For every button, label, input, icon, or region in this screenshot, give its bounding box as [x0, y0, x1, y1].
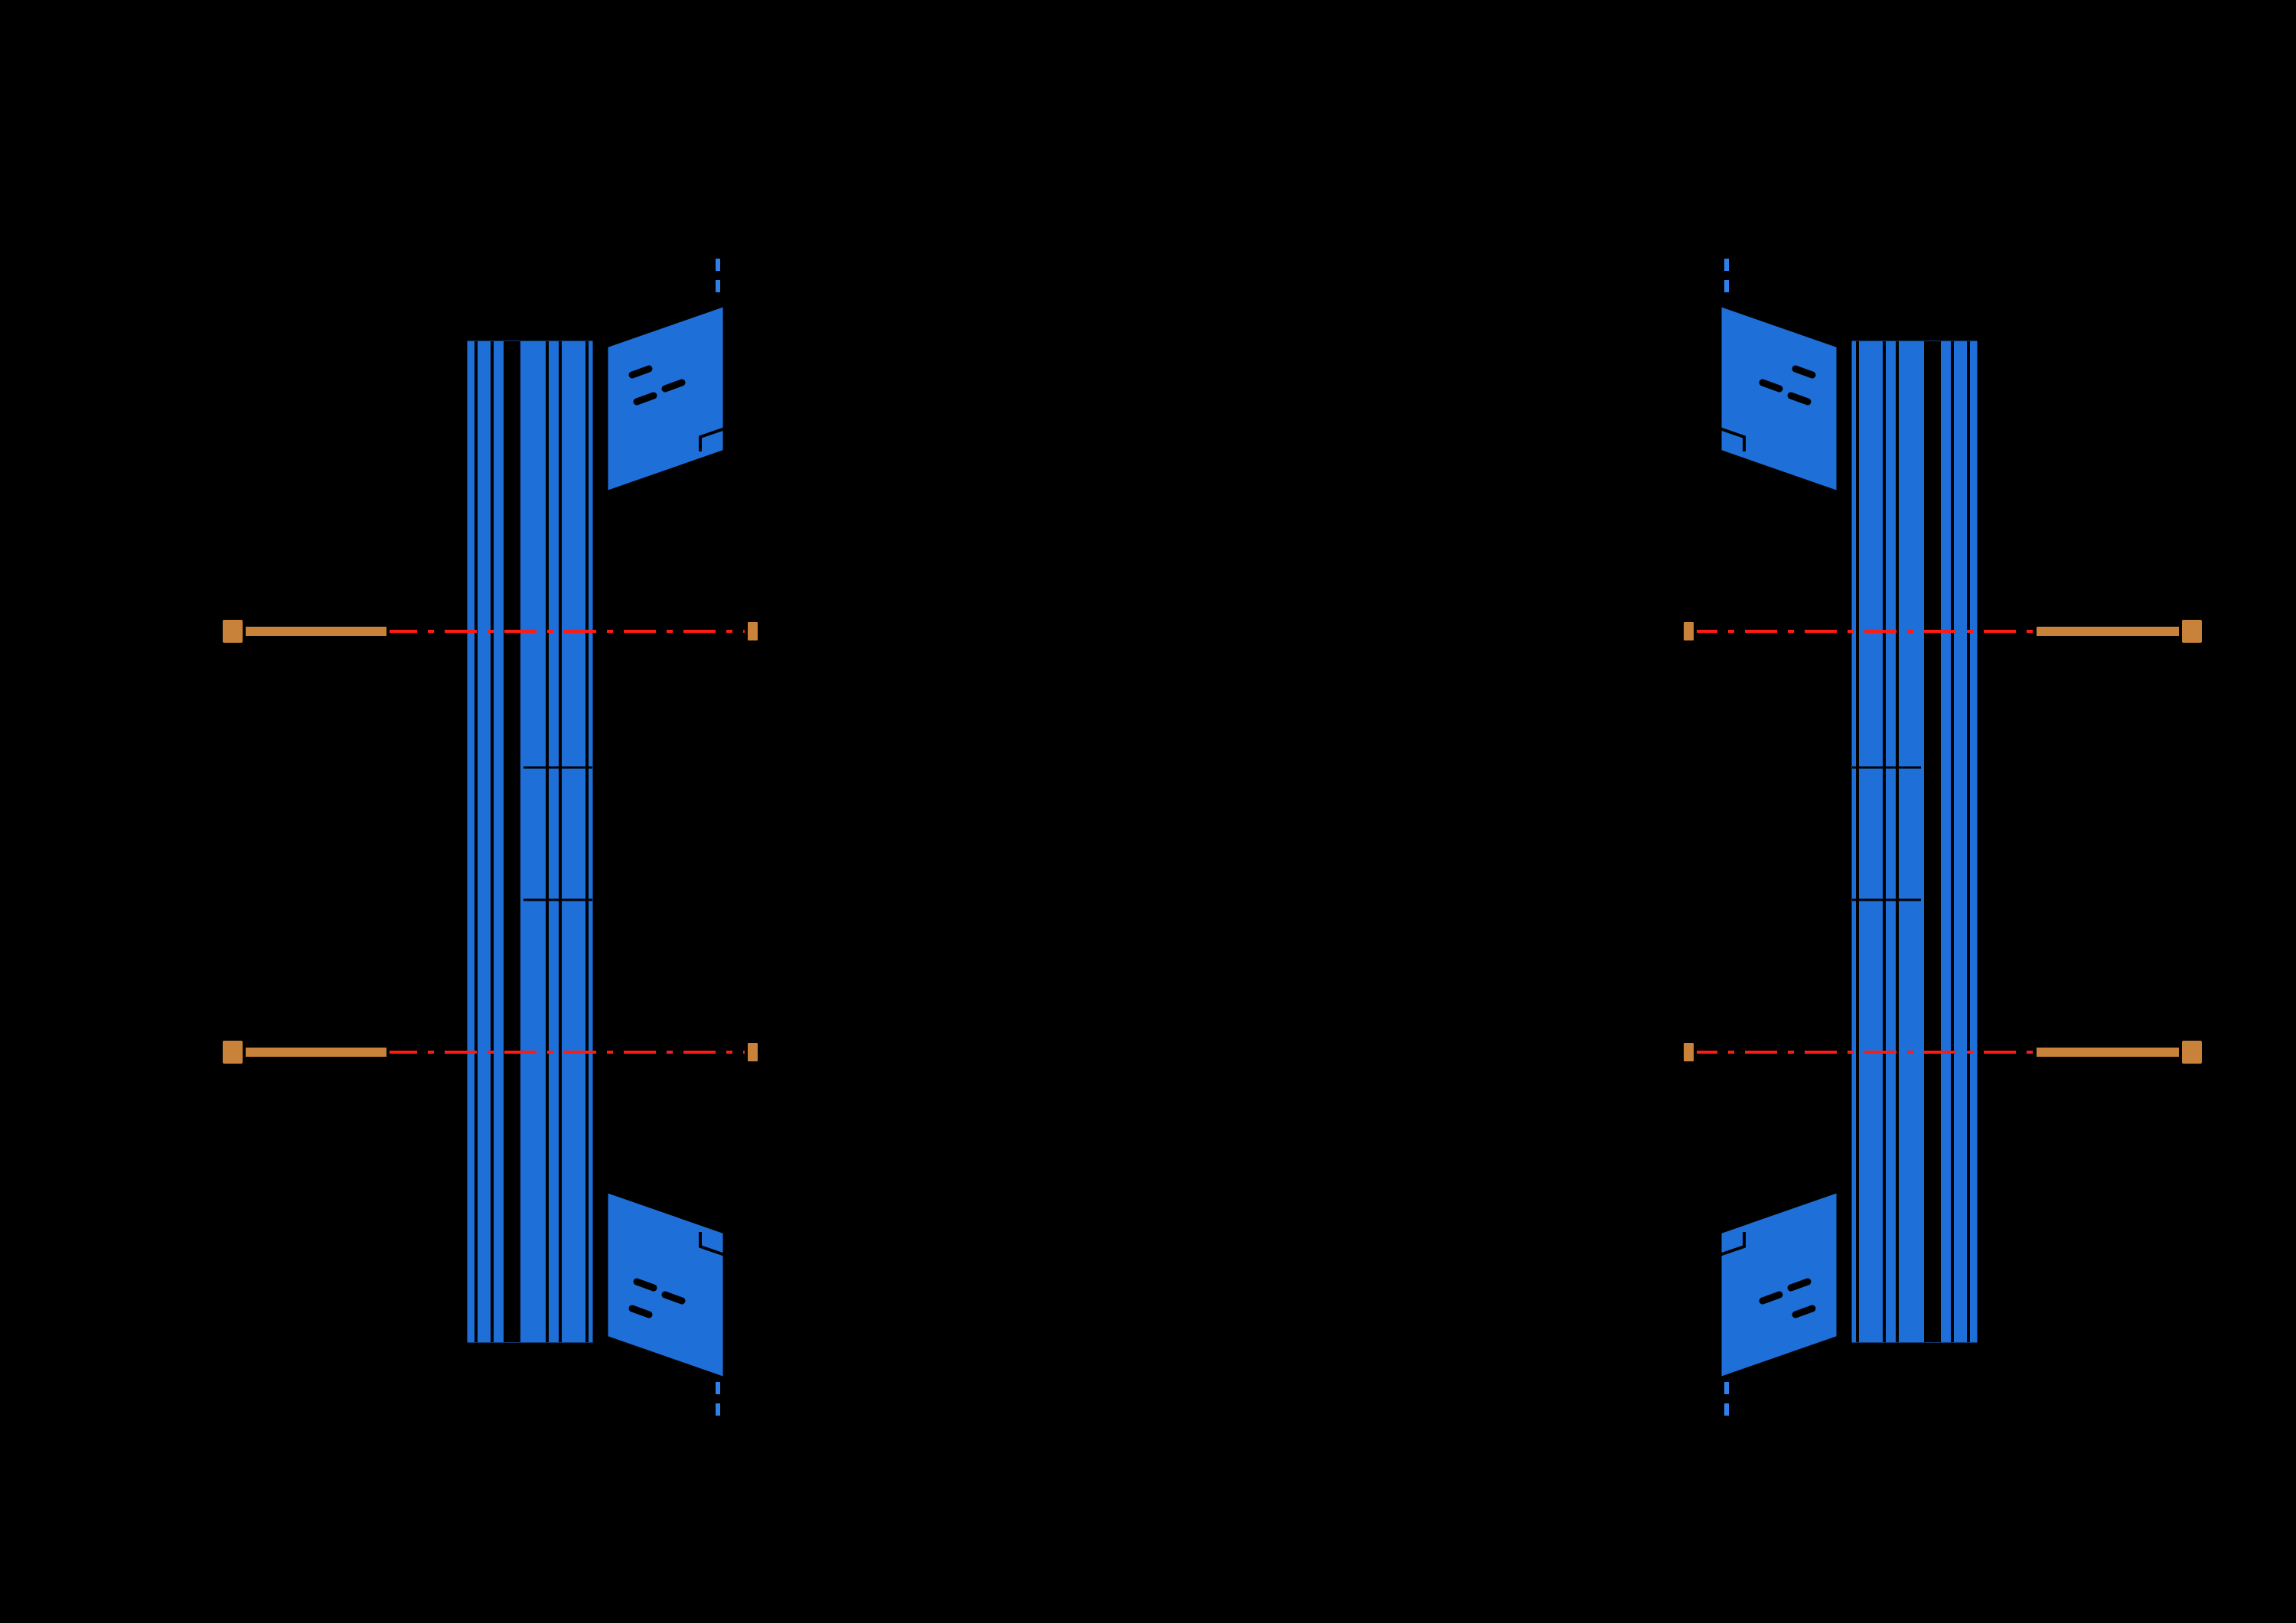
- bracket-slot: [633, 392, 657, 406]
- bolt-shaft: [241, 1045, 390, 1060]
- top-mount-bracket: [1717, 301, 1841, 496]
- bracket-slot: [628, 365, 653, 379]
- bracket-slot: [1787, 392, 1812, 406]
- bracket-slot: [1787, 1278, 1812, 1292]
- bottom-mount-bracket: [1717, 1188, 1841, 1382]
- bracket-step: [1719, 1232, 1746, 1256]
- bracket-step: [699, 1232, 726, 1256]
- extrusion-body: [463, 337, 597, 1347]
- bracket-plate: [1717, 301, 1841, 496]
- bracket-slot: [1759, 1291, 1783, 1305]
- bracket-slot: [1792, 365, 1816, 379]
- bolt-nut: [745, 1040, 761, 1064]
- bottom-mount-bracket: [604, 1188, 727, 1382]
- bolt-shaft: [241, 624, 390, 639]
- bracket-slot: [1759, 379, 1783, 393]
- lower-bolt: [220, 1038, 761, 1067]
- bracket-step: [1719, 427, 1746, 451]
- bracket-slot: [1792, 1305, 1816, 1318]
- vertical-extrusion: [463, 337, 597, 1347]
- right-assembly: [1681, 259, 2205, 1425]
- bolt-shaft: [2033, 1045, 2182, 1060]
- bolt-nut: [1681, 1040, 1697, 1064]
- bracket-plate: [1717, 1188, 1841, 1382]
- bolt-head: [220, 1038, 246, 1067]
- bolt-head: [2179, 617, 2205, 646]
- bolt-head: [220, 617, 246, 646]
- bolt-head: [2179, 1038, 2205, 1067]
- bracket-plate: [604, 1188, 727, 1382]
- left-assembly: [220, 259, 761, 1425]
- top-mount-bracket: [604, 301, 727, 496]
- lower-bolt: [1681, 1038, 2205, 1067]
- bracket-slot: [661, 1291, 686, 1305]
- extrusion-channel: [504, 341, 520, 1342]
- bolt-shaft: [2033, 624, 2182, 639]
- bracket-slot: [661, 379, 686, 393]
- upper-bolt: [1681, 617, 2205, 646]
- extrusion-channel: [1924, 341, 1941, 1342]
- bracket-step: [699, 427, 726, 451]
- bracket-plate: [604, 301, 727, 496]
- bracket-slot: [628, 1305, 653, 1318]
- vertical-extrusion: [1848, 337, 1981, 1347]
- upper-bolt: [220, 617, 761, 646]
- bracket-slot: [633, 1278, 657, 1292]
- bolt-nut: [745, 619, 761, 644]
- bolt-nut: [1681, 619, 1697, 644]
- extrusion-body: [1848, 337, 1981, 1347]
